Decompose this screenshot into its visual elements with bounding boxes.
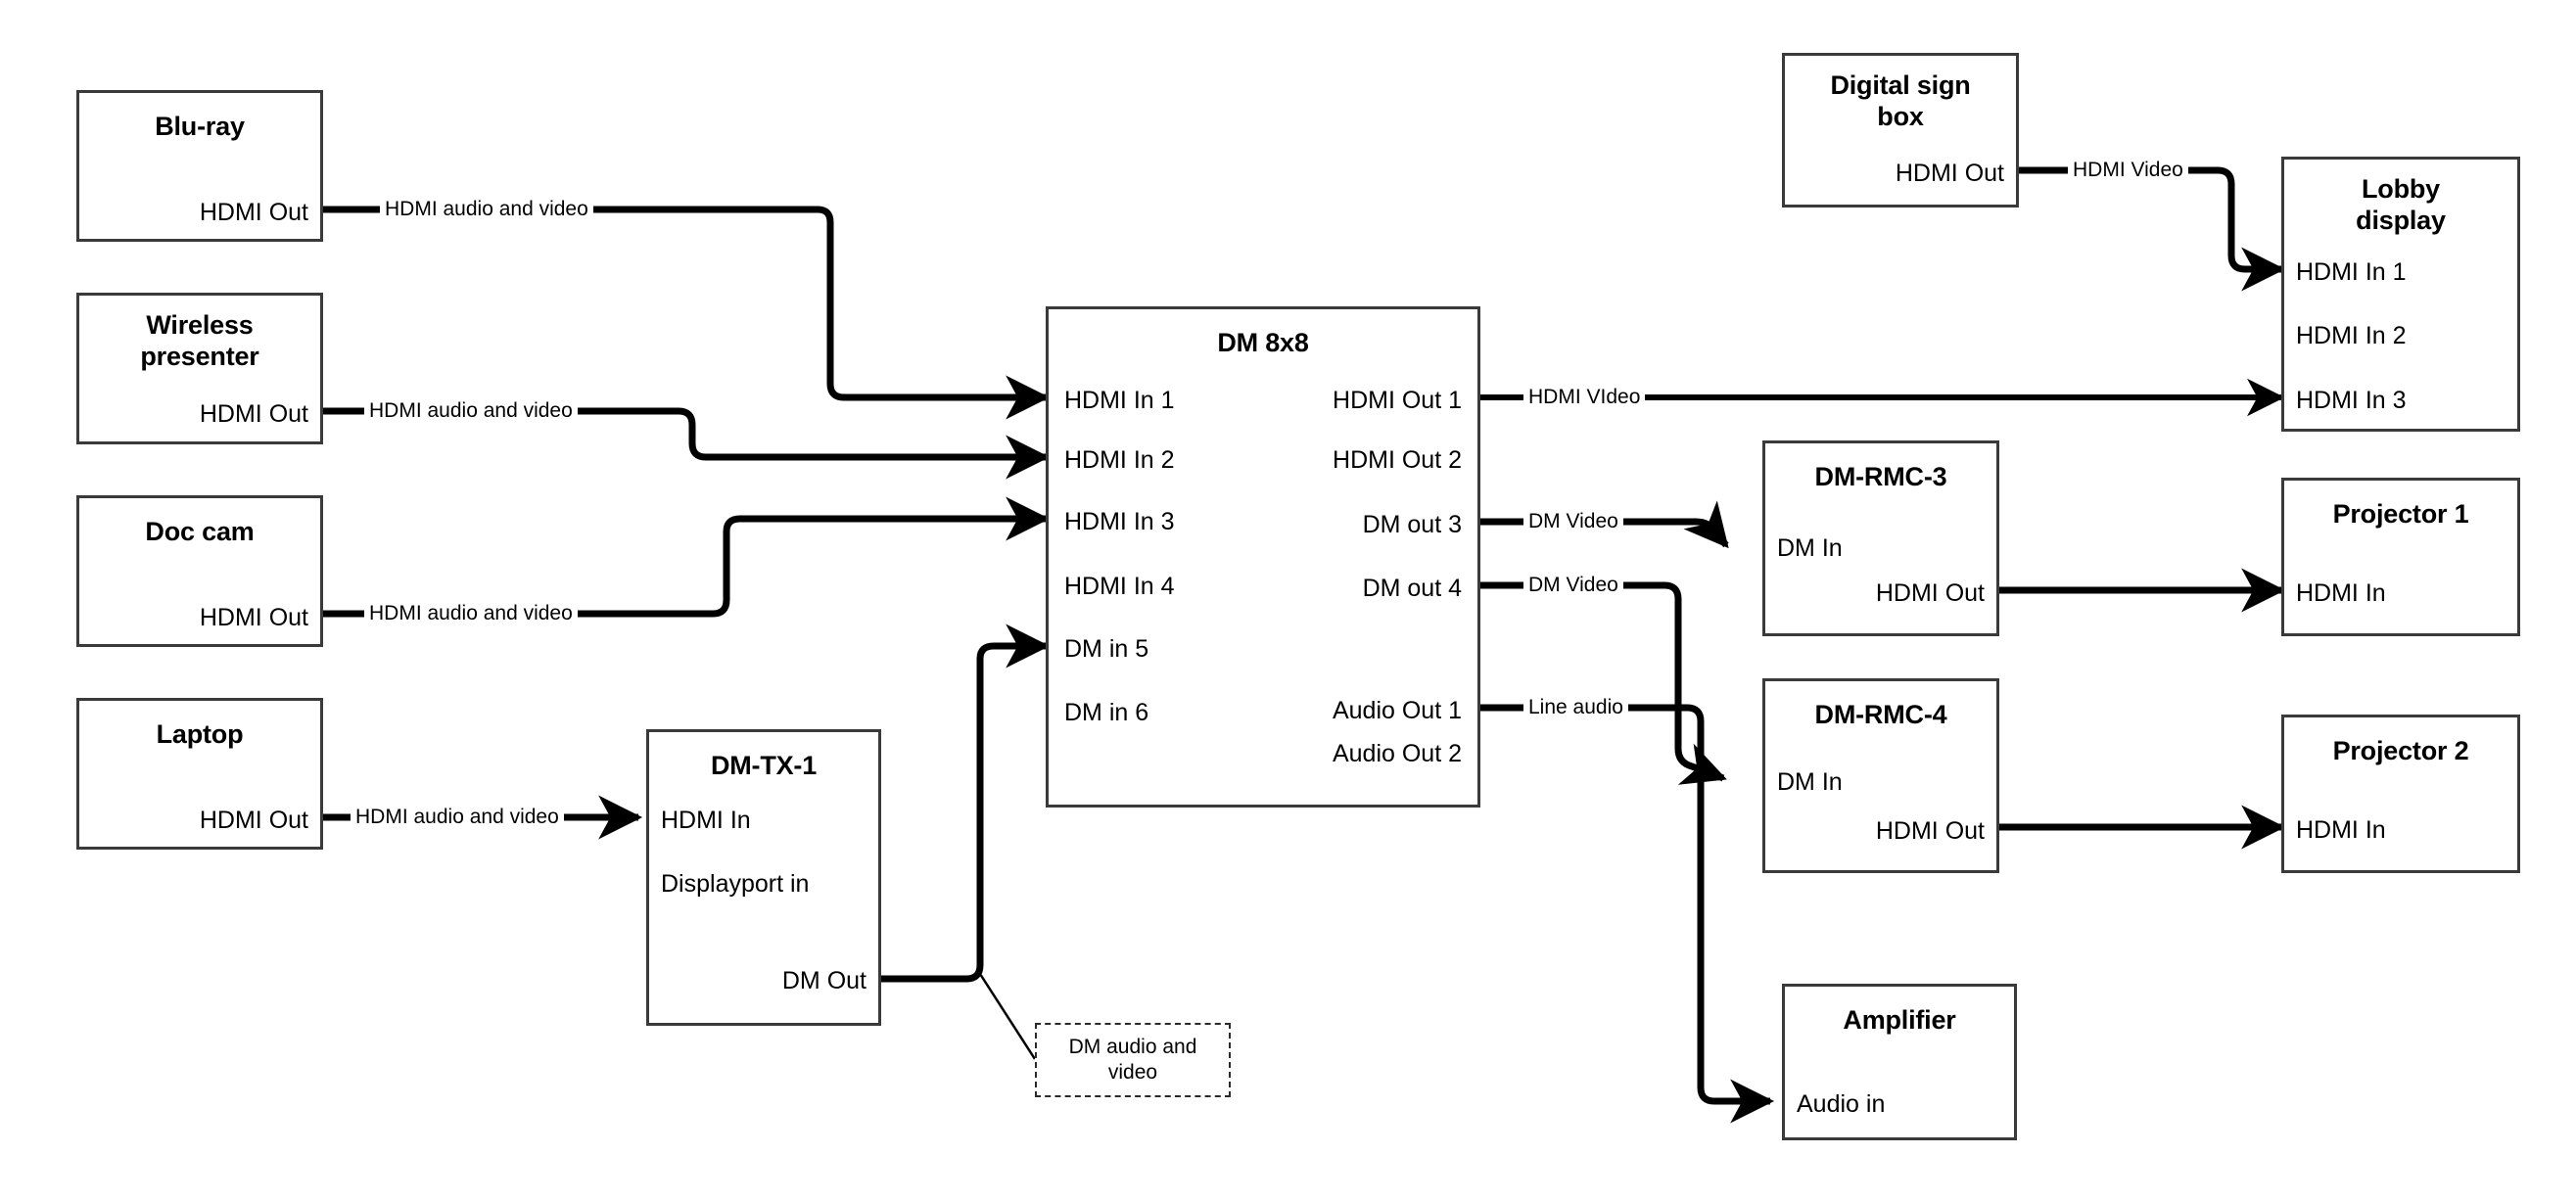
node-laptop-port-hdmi-out: HDMI Out: [199, 807, 308, 834]
node-lobby-display-port-hdmi-in-2: HDMI In 2: [2296, 322, 2407, 349]
node-projector-1[interactable]: Projector 1 HDMI In: [2281, 478, 2520, 636]
node-dm-8x8[interactable]: DM 8x8 HDMI In 1 HDMI In 2 HDMI In 3 HDM…: [1046, 306, 1480, 808]
node-dm-tx-1[interactable]: DM-TX-1 HDMI In Displayport in DM Out: [646, 729, 881, 1026]
node-digital-sign-box-title-line2: box: [1877, 102, 1924, 131]
node-wireless-presenter-title-line1: Wireless: [146, 310, 254, 340]
node-amplifier-port-audio-in: Audio in: [1797, 1090, 1886, 1118]
node-projector-1-port-hdmi-in: HDMI In: [2296, 579, 2386, 607]
node-lobby-display-port-hdmi-in-3: HDMI In 3: [2296, 387, 2407, 414]
node-dm-tx-1-port-displayport-in: Displayport in: [661, 870, 810, 898]
node-digital-sign-box[interactable]: Digital sign box HDMI Out: [1782, 53, 2019, 208]
wire-doccam-to-dm-in3: [323, 496, 1051, 618]
node-amplifier[interactable]: Amplifier Audio in: [1782, 984, 2017, 1140]
node-dm-8x8-output-audio-out-2: Audio Out 2: [1332, 740, 1462, 767]
node-dm-tx-1-title: DM-TX-1: [710, 751, 818, 780]
node-projector-1-title: Projector 1: [2332, 499, 2469, 529]
node-dm-8x8-output-hdmi-out-1: HDMI Out 1: [1333, 387, 1462, 414]
node-wireless-presenter-title-line2: presenter: [140, 342, 259, 371]
node-lobby-display-port-hdmi-in-1: HDMI In 1: [2296, 258, 2407, 286]
annotation-dm-audio-and-video: DM audio and video: [1035, 1023, 1231, 1097]
node-bluray[interactable]: Blu-ray HDMI Out: [76, 90, 323, 242]
wire-signbox-to-lobby-in1: [2019, 166, 2286, 292]
node-dm-tx-1-port-hdmi-in: HDMI In: [661, 807, 751, 834]
node-dm-8x8-title: DM 8x8: [1217, 328, 1309, 357]
node-digital-sign-box-port-hdmi-out: HDMI Out: [1895, 160, 2004, 187]
node-wireless-presenter-port-hdmi-out: HDMI Out: [199, 400, 308, 428]
node-lobby-display-title-line1: Lobby: [2362, 174, 2440, 204]
node-dm-8x8-input-hdmi-in-2: HDMI In 2: [1064, 446, 1175, 474]
node-digital-sign-box-title-line1: Digital sign: [1830, 70, 1971, 100]
node-dm-8x8-input-hdmi-in-1: HDMI In 1: [1064, 387, 1175, 414]
wire-label-doccam-to-dm: HDMI audio and video: [364, 602, 578, 625]
node-doc-cam-title: Doc cam: [145, 517, 255, 546]
wire-bluray-to-dm-in1: [323, 206, 1051, 420]
node-dm-rmc-4[interactable]: DM-RMC-4 DM In HDMI Out: [1762, 678, 1999, 873]
node-bluray-port-hdmi-out: HDMI Out: [199, 199, 308, 226]
node-dm-rmc-4-port-dm-in: DM In: [1777, 768, 1843, 796]
leader-dm-audio-video-note: [978, 973, 1037, 1060]
node-dm-rmc-4-port-hdmi-out: HDMI Out: [1875, 817, 1985, 845]
wire-dm-out4-to-rmc4: [1480, 581, 1727, 785]
node-dm-8x8-output-audio-out-1: Audio Out 1: [1332, 697, 1462, 724]
node-wireless-presenter[interactable]: Wireless presenter HDMI Out: [76, 293, 323, 444]
node-laptop-title: Laptop: [156, 719, 244, 749]
node-projector-2-port-hdmi-in: HDMI In: [2296, 816, 2386, 844]
node-doc-cam[interactable]: Doc cam HDMI Out: [76, 495, 323, 647]
node-amplifier-title: Amplifier: [1843, 1005, 1956, 1035]
node-dm-8x8-input-dm-in-6: DM in 6: [1064, 699, 1149, 726]
node-bluray-title: Blu-ray: [155, 112, 245, 141]
wire-label-bluray-to-dm: HDMI audio and video: [380, 198, 593, 221]
wire-dmtx1-to-dm-in5: [881, 624, 1051, 983]
node-lobby-display-title-line2: display: [2356, 206, 2446, 235]
node-projector-2-title: Projector 2: [2332, 736, 2469, 765]
wire-dm-audio-out1-to-amplifier: [1480, 704, 1775, 1124]
node-dm-tx-1-port-dm-out: DM Out: [781, 967, 866, 994]
node-dm-rmc-3-port-hdmi-out: HDMI Out: [1875, 579, 1985, 607]
wire-label-dm-out3-to-rmc3: DM Video: [1523, 510, 1623, 533]
node-dm-rmc-3[interactable]: DM-RMC-3 DM In HDMI Out: [1762, 440, 1999, 636]
node-dm-rmc-4-title: DM-RMC-4: [1814, 700, 1947, 729]
node-dm-rmc-3-title: DM-RMC-3: [1814, 462, 1947, 491]
node-laptop[interactable]: Laptop HDMI Out: [76, 698, 323, 850]
wire-label-wireless-to-dm: HDMI audio and video: [364, 399, 578, 423]
node-dm-8x8-input-hdmi-in-4: HDMI In 4: [1064, 573, 1175, 600]
node-dm-8x8-output-hdmi-out-2: HDMI Out 2: [1333, 446, 1462, 474]
node-lobby-display[interactable]: Lobby display HDMI In 1 HDMI In 2 HDMI I…: [2281, 157, 2520, 432]
wire-label-laptop-to-dmtx1: HDMI audio and video: [351, 806, 564, 829]
node-dm-8x8-input-dm-in-5: DM in 5: [1064, 635, 1149, 663]
node-dm-8x8-output-dm-out-3: DM out 3: [1362, 511, 1462, 538]
node-dm-8x8-output-dm-out-4: DM out 4: [1362, 575, 1462, 602]
wire-label-dm-audio-to-amplifier: Line audio: [1523, 696, 1628, 719]
node-dm-8x8-input-hdmi-in-3: HDMI In 3: [1064, 508, 1175, 535]
wire-label-dm-out4-to-rmc4: DM Video: [1523, 574, 1623, 597]
wire-label-signbox-to-lobby: HDMI Video: [2068, 159, 2188, 182]
node-projector-2[interactable]: Projector 2 HDMI In: [2281, 715, 2520, 873]
node-dm-rmc-3-port-dm-in: DM In: [1777, 534, 1843, 562]
wire-label-dm-out1-to-lobby: HDMI VIdeo: [1523, 386, 1646, 409]
node-doc-cam-port-hdmi-out: HDMI Out: [199, 604, 308, 631]
